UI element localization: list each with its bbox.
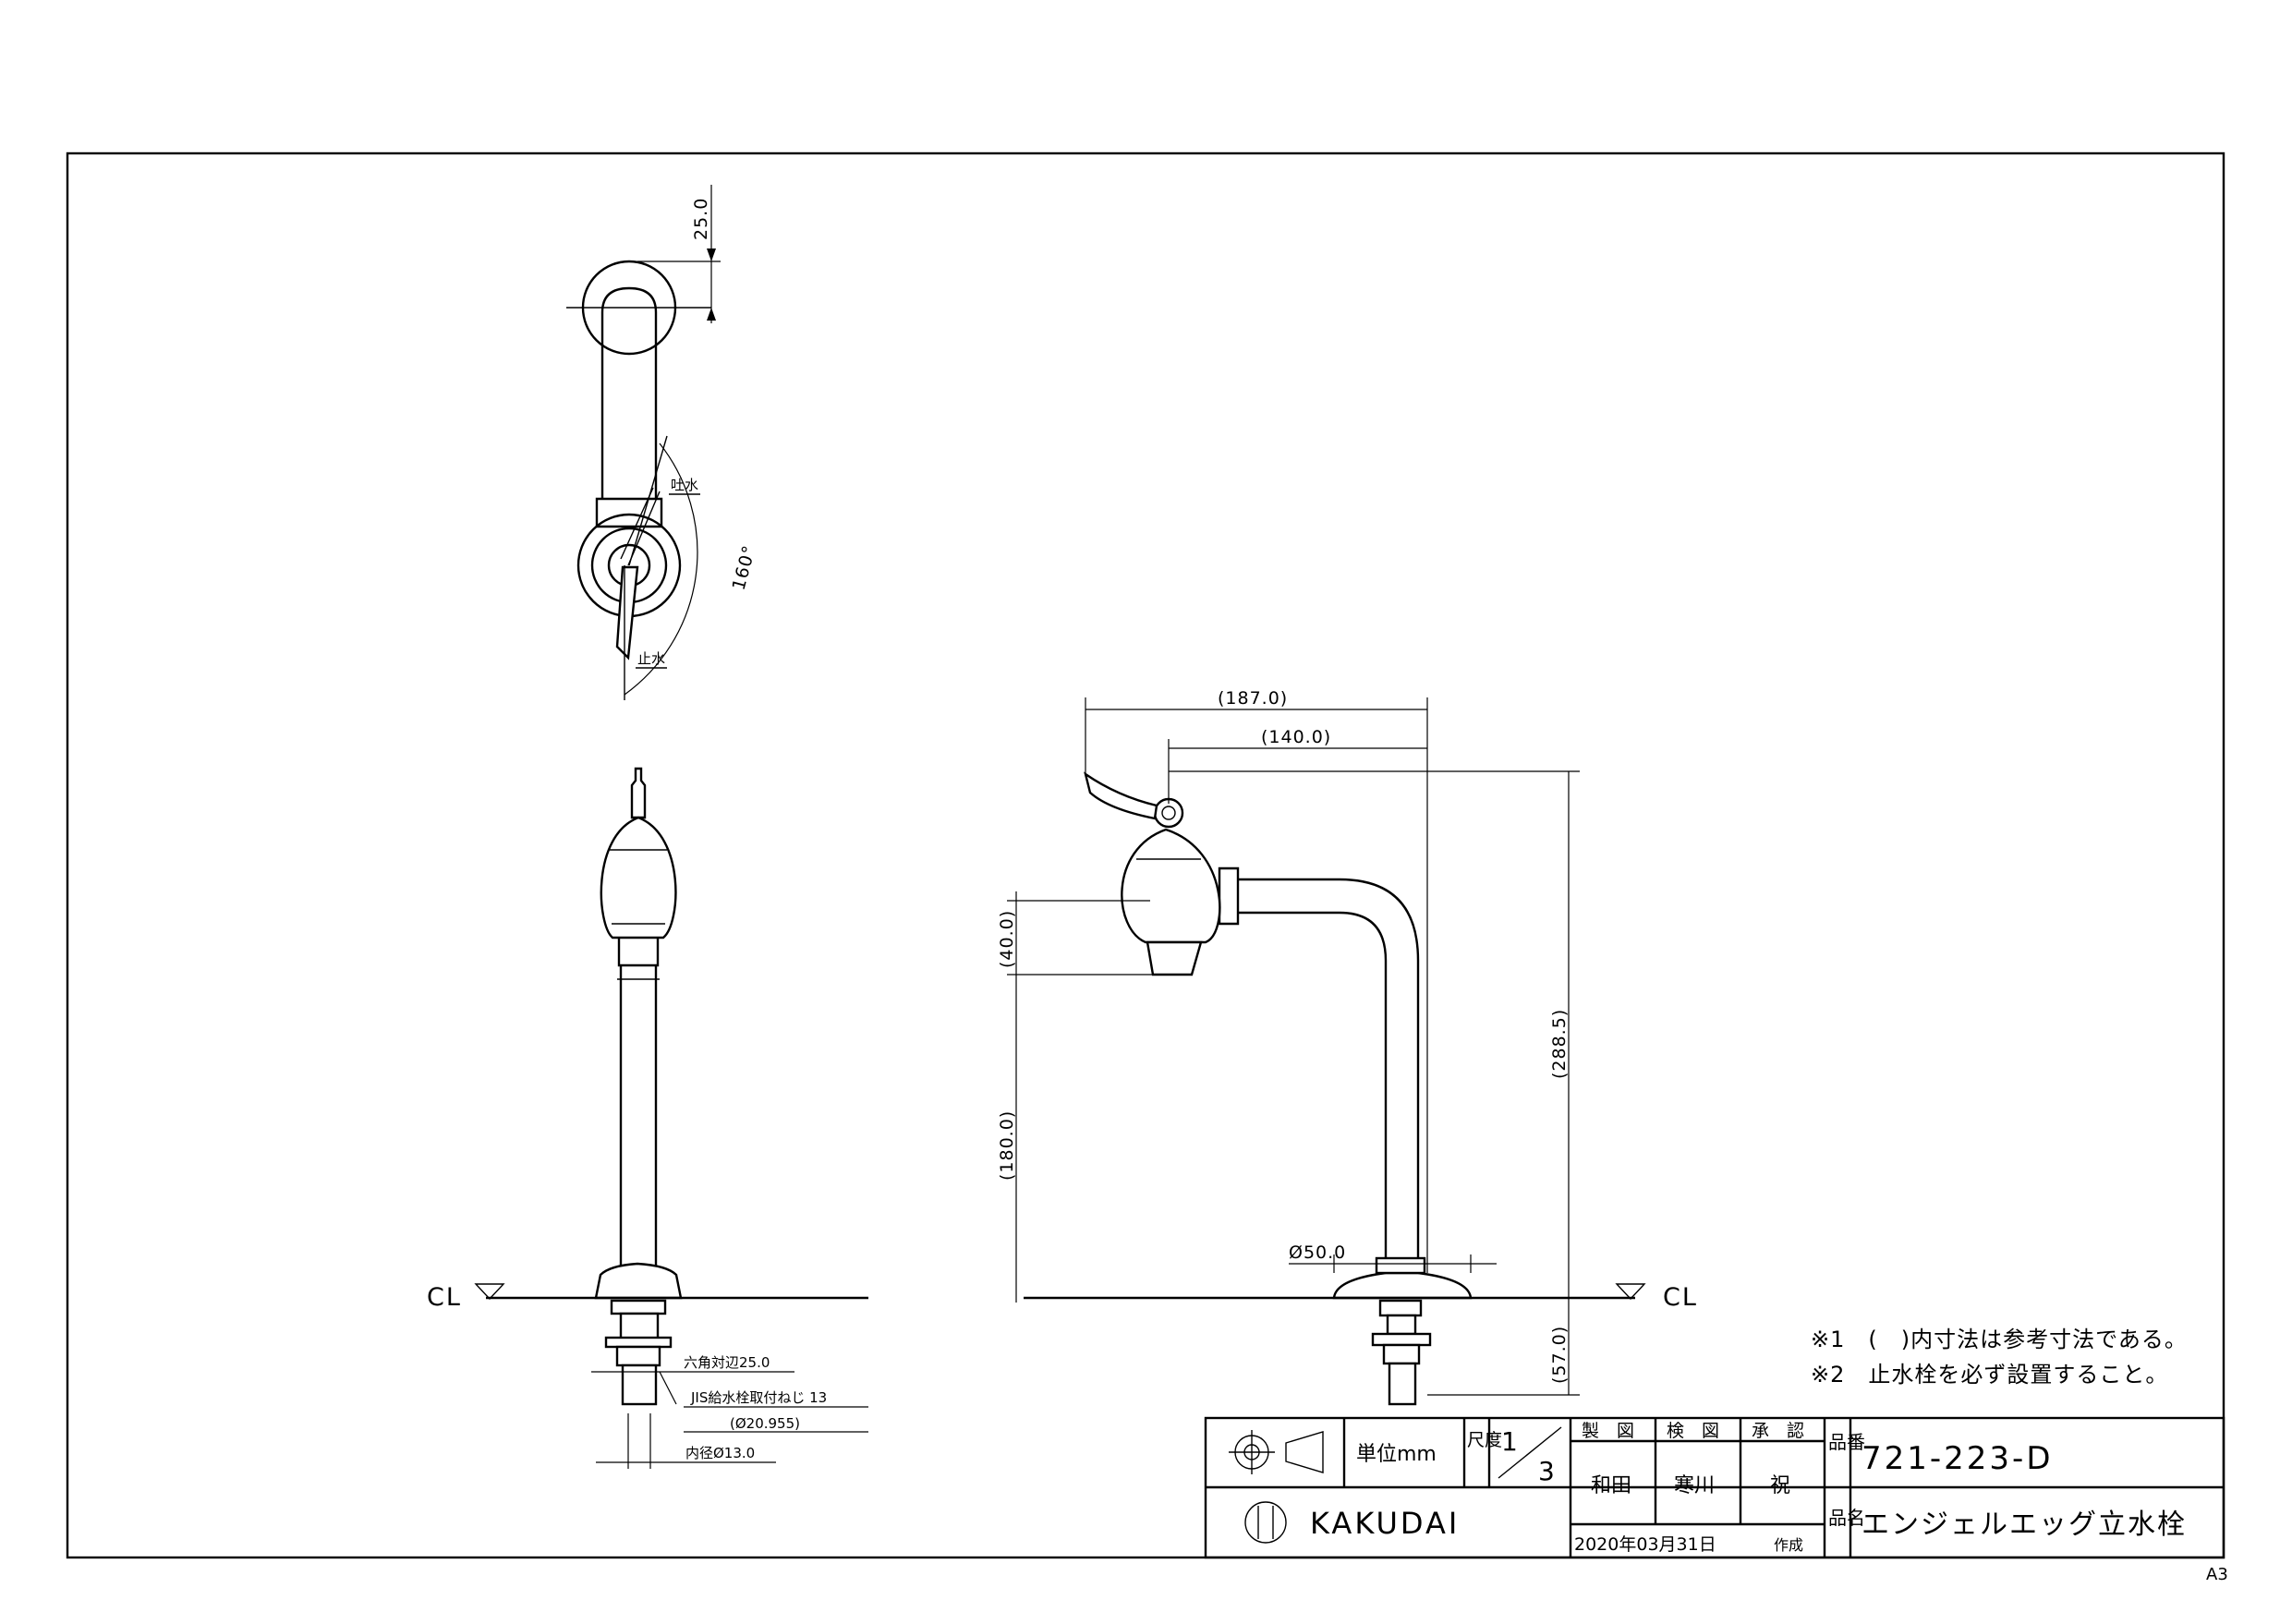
dim-57: (57.0) bbox=[1549, 1326, 1570, 1384]
approved-label: 承 認 bbox=[1752, 1421, 1804, 1441]
top-angle: 160° bbox=[729, 543, 760, 593]
close-label: 止水 bbox=[637, 650, 665, 667]
company-name: KAKUDAI bbox=[1310, 1506, 1460, 1541]
thread-label: JIS給水栓取付ねじ 13 bbox=[690, 1389, 827, 1406]
sheet-border bbox=[66, 151, 2225, 1559]
part-name-label: 品名 bbox=[1828, 1507, 1865, 1529]
checked-by: 寒川 bbox=[1674, 1474, 1715, 1497]
dim-187: (187.0) bbox=[1218, 688, 1288, 709]
thread-dia: (Ø20.955) bbox=[730, 1415, 800, 1432]
note-2: ※2 止水栓を必ず設置すること。 bbox=[1811, 1362, 2168, 1388]
dim-50: Ø50.0 bbox=[1289, 1242, 1346, 1263]
drawn-label: 製 図 bbox=[1582, 1421, 1634, 1441]
approved-by: 祝 bbox=[1770, 1474, 1790, 1497]
front-cl: CL bbox=[427, 1283, 462, 1312]
part-number: 721-223-D bbox=[1861, 1440, 2054, 1477]
open-label: 吐水 bbox=[671, 477, 698, 493]
date: 2020年03月31日 bbox=[1574, 1534, 1716, 1555]
unit-label: 単位mm bbox=[1356, 1443, 1437, 1466]
top-view: 25.0 160° 吐水 止水 bbox=[566, 185, 760, 700]
dim-288: (288.5) bbox=[1549, 1009, 1570, 1079]
part-no-label: 品番 bbox=[1828, 1431, 1865, 1453]
hex-dim: 六角対辺25.0 bbox=[684, 1354, 770, 1371]
scale-den: 3 bbox=[1538, 1456, 1555, 1486]
date-suffix: 作成 bbox=[1774, 1536, 1803, 1554]
scale-num: 1 bbox=[1501, 1426, 1518, 1457]
side-view: CL (187.0) (140.0) (40.0) (180.0) (288.5… bbox=[997, 688, 1698, 1406]
inner-dia: 内径Ø13.0 bbox=[685, 1445, 755, 1461]
title-block: 単位mm 尺度 1 3 製 図 検 図 承 認 和田 寒川 祝 2020年03月… bbox=[1204, 1416, 2225, 1559]
part-name: エンジェルエッグ立水栓 bbox=[1861, 1509, 2187, 1541]
front-view: CL 六角対辺25.0 JIS給水栓取付ねじ 13 (Ø20.955) 内径Ø1… bbox=[427, 767, 868, 1469]
dim-180: (180.0) bbox=[997, 1110, 1017, 1181]
company-logo: KAKUDAI bbox=[1244, 1501, 1460, 1544]
top-dim-25: 25.0 bbox=[691, 198, 711, 240]
side-cl: CL bbox=[1663, 1283, 1698, 1312]
drawn-by: 和田 bbox=[1591, 1474, 1631, 1497]
dim-40: (40.0) bbox=[997, 910, 1017, 968]
checked-label: 検 図 bbox=[1667, 1421, 1719, 1441]
dim-140: (140.0) bbox=[1261, 727, 1331, 747]
scale-label: 尺度 bbox=[1467, 1430, 1502, 1450]
paper-size: A3 bbox=[2206, 1565, 2228, 1584]
note-1: ※1 ( )内寸法は参考寸法である。 bbox=[1811, 1327, 2188, 1352]
